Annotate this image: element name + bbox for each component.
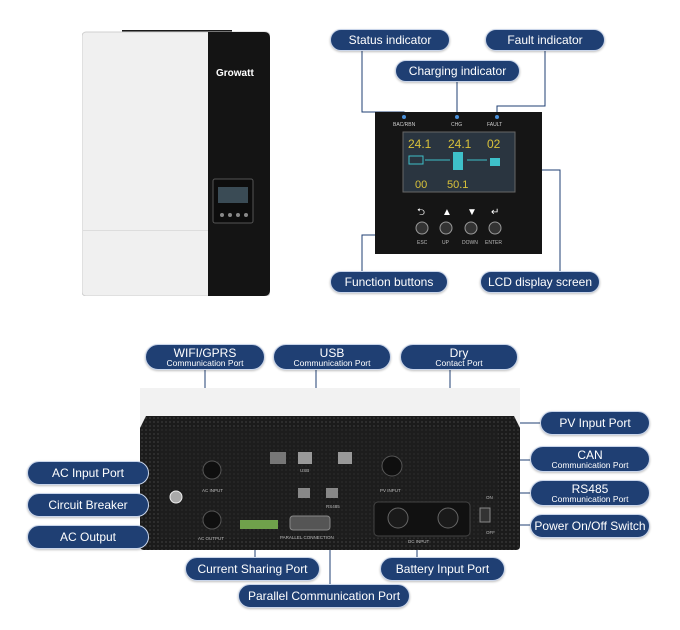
svg-text:↵: ↵ [491, 207, 499, 218]
enter-button [488, 221, 502, 235]
svg-text:⮌: ⮌ [417, 207, 425, 218]
circuit-breaker-label: Circuit Breaker [27, 493, 149, 517]
power-switch-label: Power On/Off Switch [530, 514, 650, 538]
svg-text:24.1: 24.1 [408, 137, 432, 151]
power-switch [479, 507, 491, 523]
lcd-display-screen-label: LCD display screen [480, 271, 600, 293]
svg-text:PARALLEL CONNECTION: PARALLEL CONNECTION [280, 535, 334, 540]
svg-text:RS485: RS485 [326, 504, 340, 509]
svg-text:24.1: 24.1 [448, 137, 472, 151]
down-button [464, 221, 478, 235]
inverter-bottom-view: AC INPUT USB PV INPUT AC OUTPUT PARALLEL… [140, 388, 520, 550]
status-indicator-label: Status indicator [330, 29, 450, 51]
svg-text:FAULT: FAULT [487, 122, 502, 128]
brand-logo: Growatt [216, 68, 254, 79]
svg-text:ON: ON [486, 495, 493, 500]
status-led [402, 115, 406, 119]
parallel-communication-port-label: Parallel Communication Port [238, 584, 410, 608]
ac-input-port-label: AC Input Port [27, 461, 149, 485]
ac-input-connector [202, 460, 222, 480]
function-buttons-label: Function buttons [330, 271, 448, 293]
svg-text:ESC: ESC [417, 240, 428, 246]
svg-text:ENTER: ENTER [485, 240, 502, 246]
dry-contact-port [338, 452, 352, 464]
fault-indicator-label: Fault indicator [485, 29, 605, 51]
inverter-front-view: Growatt [82, 30, 270, 296]
pv-input-port-label: PV Input Port [540, 411, 650, 435]
svg-text:DC INPUT: DC INPUT [408, 539, 430, 544]
current-sharing-port-label: Current Sharing Port [185, 557, 320, 581]
svg-text:OFF: OFF [486, 530, 495, 535]
fault-led [495, 115, 499, 119]
current-sharing-port [240, 520, 278, 529]
ac-output-label: AC Output [27, 525, 149, 549]
pv-input-connector [381, 455, 403, 477]
battery-input-port-label: Battery Input Port [380, 557, 505, 581]
usb-port [298, 452, 312, 464]
wifi-port [270, 452, 286, 464]
can-port [298, 488, 310, 498]
svg-text:AC OUTPUT: AC OUTPUT [198, 536, 224, 541]
svg-text:00: 00 [415, 179, 427, 191]
svg-text:▼: ▼ [467, 207, 477, 218]
up-button [439, 221, 453, 235]
parallel-port [289, 515, 331, 531]
charging-led [455, 115, 459, 119]
control-panel: BAC/RBN CHG FAULT 24.1 24.1 02 00 50.1 ⮌… [375, 112, 542, 254]
svg-text:UP: UP [442, 240, 450, 246]
circuit-breaker [169, 490, 183, 504]
charging-indicator-label: Charging indicator [395, 60, 520, 82]
svg-text:USB: USB [300, 468, 309, 473]
svg-text:CHG: CHG [451, 122, 462, 128]
svg-text:PV INPUT: PV INPUT [380, 488, 401, 493]
svg-text:BAC/RBN: BAC/RBN [393, 122, 416, 128]
ac-output-connector [202, 510, 222, 530]
svg-text:02: 02 [487, 137, 501, 151]
svg-text:▲: ▲ [442, 207, 452, 218]
rs485-port [326, 488, 338, 498]
esc-button [415, 221, 429, 235]
svg-text:AC INPUT: AC INPUT [202, 488, 223, 493]
svg-text:50.1: 50.1 [447, 179, 468, 191]
svg-text:DOWN: DOWN [462, 240, 478, 246]
